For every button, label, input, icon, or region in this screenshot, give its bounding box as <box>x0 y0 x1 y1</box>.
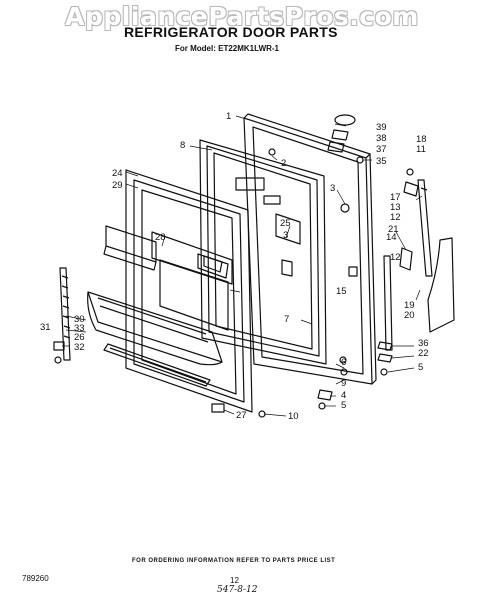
callout-32: 32 <box>74 342 85 353</box>
door-gasket <box>199 139 327 365</box>
callout-5: 5 <box>341 400 346 411</box>
page-title: REFRIGERATOR DOOR PARTS <box>124 24 338 40</box>
callout-6: 6 <box>341 357 346 368</box>
callout-9: 9 <box>341 378 346 389</box>
callout-35: 35 <box>376 156 387 167</box>
callout-17: 17 <box>390 192 401 203</box>
callout-12b: 12 <box>390 252 401 263</box>
watermark: AppliancePartsPros.com <box>65 2 419 31</box>
handwritten-stamp: 547-8-12 <box>217 585 258 595</box>
callout-28: 28 <box>155 232 166 243</box>
model-number: For Model: ET22MK1LWR-1 <box>175 44 280 53</box>
callout-1: 1 <box>226 111 231 122</box>
door-liner <box>125 169 253 413</box>
callout-2: 2 <box>281 158 286 169</box>
callout-14: 14 <box>386 232 397 243</box>
callout-24: 24 <box>112 168 123 179</box>
callout-8: 8 <box>180 140 185 151</box>
catalog-code: 789260 <box>22 574 49 583</box>
callout-37: 37 <box>376 144 387 155</box>
callout-22: 22 <box>418 348 429 359</box>
callout-39: 39 <box>376 122 387 133</box>
callout-4: 4 <box>341 390 346 401</box>
callout-12: 12 <box>390 212 401 223</box>
callout-38: 38 <box>376 133 387 144</box>
callout-labels: 1 2 3 3 4 5 5 6 7 8 9 10 11 12 12 13 14 … <box>40 111 429 422</box>
callout-18: 18 <box>416 134 427 145</box>
callout-30: 30 <box>74 314 85 325</box>
callout-26: 26 <box>74 332 85 343</box>
callout-3: 3 <box>330 183 335 194</box>
callout-3b: 3 <box>283 230 288 241</box>
callout-13: 13 <box>390 202 401 213</box>
callout-11: 11 <box>416 144 426 155</box>
callout-15: 15 <box>336 286 347 297</box>
callout-29: 29 <box>112 180 123 191</box>
callout-10: 10 <box>288 411 299 422</box>
callout-20: 20 <box>404 310 415 321</box>
callout-21: 21 <box>388 224 399 235</box>
footer-note: FOR ORDERING INFORMATION REFER TO PARTS … <box>132 558 336 564</box>
page-number: 12 <box>230 576 239 585</box>
callout-19: 19 <box>404 300 415 311</box>
callout-25: 25 <box>280 218 291 229</box>
callout-7: 7 <box>284 314 289 325</box>
callout-31: 31 <box>40 322 51 333</box>
callout-33: 33 <box>74 323 85 334</box>
callout-5b: 5 <box>418 362 423 373</box>
callout-36: 36 <box>418 338 429 349</box>
callout-27: 27 <box>236 410 247 421</box>
